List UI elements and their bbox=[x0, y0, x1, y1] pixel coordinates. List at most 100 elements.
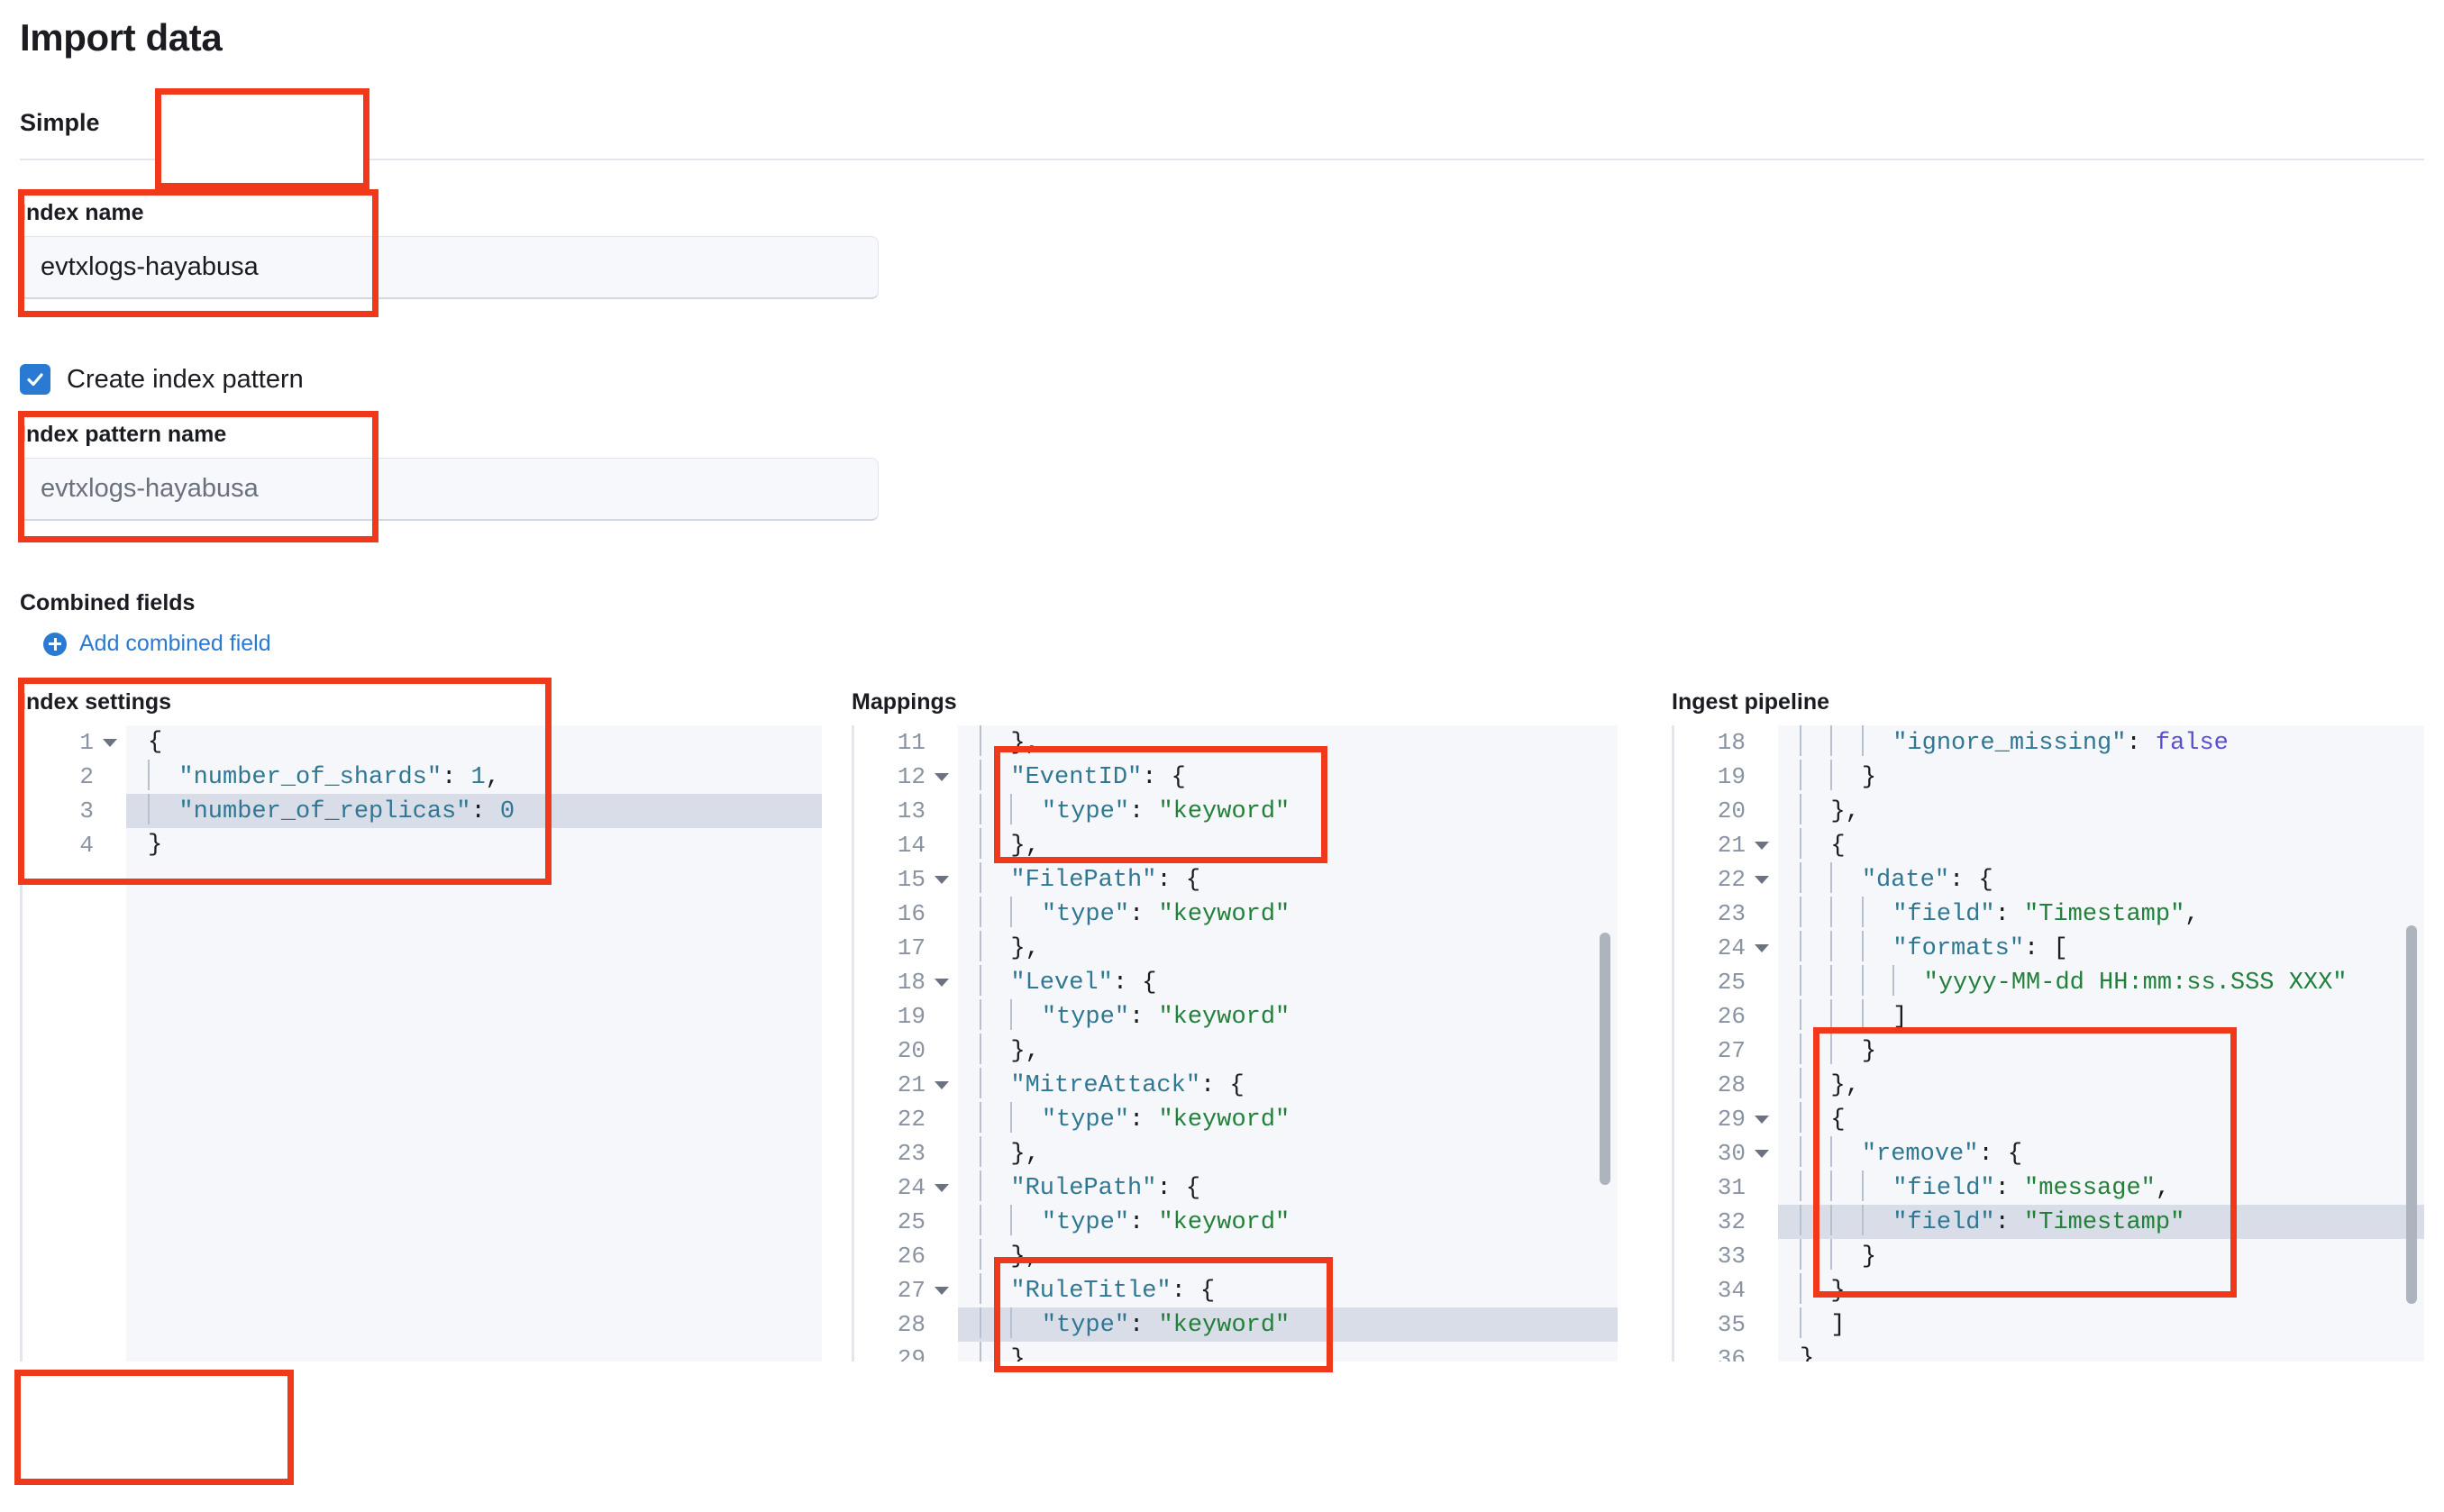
combined-fields-heading: Combined fields bbox=[20, 590, 196, 615]
tab-advanced[interactable]: Advanced bbox=[187, 95, 304, 157]
indent-guide bbox=[1830, 1205, 1833, 1235]
code-line[interactable]: }, bbox=[1800, 794, 2424, 828]
fold-toggle-icon[interactable] bbox=[1755, 1116, 1769, 1124]
code-line[interactable]: "date": { bbox=[1800, 862, 2424, 897]
code-line[interactable]: "type": "keyword" bbox=[980, 1205, 1618, 1239]
tab-simple[interactable]: Simple bbox=[20, 95, 100, 157]
code-line[interactable]: "ignore_missing": false bbox=[1800, 725, 2424, 760]
code-line[interactable]: } bbox=[1800, 1273, 2424, 1307]
code-line[interactable]: "type": "keyword" bbox=[980, 1307, 1618, 1342]
add-combined-field-button[interactable]: Add combined field bbox=[43, 631, 271, 657]
line-number: 25 bbox=[897, 1208, 926, 1235]
code-line[interactable]: "FilePath": { bbox=[980, 862, 1618, 897]
code-line[interactable]: }, bbox=[980, 1136, 1618, 1170]
indent-guide bbox=[980, 965, 981, 996]
line-number: 3 bbox=[79, 797, 94, 824]
code-line[interactable]: } bbox=[1800, 1034, 2424, 1068]
code-line[interactable]: "type": "keyword" bbox=[980, 897, 1618, 931]
code-line[interactable]: }, bbox=[980, 1342, 1618, 1362]
code-line[interactable]: ] bbox=[1800, 999, 2424, 1034]
line-number: 21 bbox=[1674, 828, 1778, 862]
indent-guide bbox=[1830, 862, 1833, 893]
indent-guide bbox=[980, 1205, 981, 1235]
code-line[interactable]: "type": "keyword" bbox=[980, 794, 1618, 828]
code-line[interactable]: } bbox=[148, 832, 163, 859]
fold-toggle-icon[interactable] bbox=[1755, 944, 1769, 952]
indent-guide bbox=[1800, 1102, 1801, 1133]
code-line[interactable]: }, bbox=[980, 725, 1618, 760]
code-line[interactable]: }, bbox=[980, 931, 1618, 965]
line-number: 13 bbox=[897, 797, 926, 824]
code-line[interactable]: { bbox=[1800, 1102, 2424, 1136]
indent-guide bbox=[1800, 931, 1801, 961]
fold-toggle-icon[interactable] bbox=[1755, 842, 1769, 850]
line-number: 26 bbox=[897, 1243, 926, 1270]
code-line[interactable]: }, bbox=[1800, 1068, 2424, 1102]
indent-guide bbox=[1892, 965, 1895, 996]
code-line[interactable]: "formats": [ bbox=[1800, 931, 2424, 965]
fold-toggle-icon[interactable] bbox=[1755, 876, 1769, 884]
code-line[interactable]: "number_of_replicas": 0 bbox=[148, 794, 822, 828]
code-line[interactable]: "type": "keyword" bbox=[980, 999, 1618, 1034]
indent-guide bbox=[980, 1342, 981, 1362]
code-line[interactable]: "MitreAttack": { bbox=[980, 1068, 1618, 1102]
index-pattern-name-input[interactable] bbox=[20, 458, 879, 521]
index-settings-code[interactable]: { "number_of_shards": 1, "number_of_repl… bbox=[126, 725, 822, 1362]
fold-toggle-icon[interactable] bbox=[935, 773, 949, 781]
indent-guide bbox=[1830, 1034, 1833, 1064]
code-line[interactable]: "field": "message", bbox=[1800, 1170, 2424, 1205]
code-line[interactable]: "RulePath": { bbox=[980, 1170, 1618, 1205]
code-line[interactable]: "yyyy-MM-dd HH:mm:ss.SSS XXX" bbox=[1800, 965, 2424, 999]
code-line[interactable]: } bbox=[1800, 760, 2424, 794]
line-number: 18 bbox=[1717, 729, 1746, 756]
fold-toggle-icon[interactable] bbox=[935, 1081, 949, 1089]
code-line[interactable]: "RuleTitle": { bbox=[980, 1273, 1618, 1307]
indent-guide bbox=[1861, 725, 1864, 756]
line-number: 24 bbox=[854, 1170, 958, 1205]
fold-toggle-icon[interactable] bbox=[103, 739, 117, 747]
code-line[interactable]: "field": "Timestamp" bbox=[1800, 1205, 2424, 1239]
indent-guide bbox=[980, 1170, 981, 1201]
code-line[interactable]: ] bbox=[1800, 1307, 2424, 1342]
code-line[interactable]: "remove": { bbox=[1800, 1136, 2424, 1170]
create-index-pattern-checkbox[interactable]: Create index pattern bbox=[20, 364, 304, 395]
ingest-pipeline-scrollbar[interactable] bbox=[2406, 925, 2417, 1304]
index-name-label: Index name bbox=[20, 200, 144, 225]
code-line[interactable]: { bbox=[1800, 828, 2424, 862]
code-line[interactable]: "Level": { bbox=[980, 965, 1618, 999]
line-number: 14 bbox=[897, 832, 926, 859]
code-line[interactable]: "field": "Timestamp", bbox=[1800, 897, 2424, 931]
fold-toggle-icon[interactable] bbox=[935, 1184, 949, 1192]
ingest-pipeline-editor[interactable]: "ignore_missing": false } }, { "date": {… bbox=[1672, 725, 2424, 1362]
code-line[interactable]: } bbox=[1800, 1345, 1815, 1362]
code-line[interactable]: "EventID": { bbox=[980, 760, 1618, 794]
index-settings-editor[interactable]: { "number_of_shards": 1, "number_of_repl… bbox=[20, 725, 822, 1362]
line-number: 20 bbox=[897, 1037, 926, 1064]
indent-guide bbox=[1861, 965, 1864, 996]
mappings-scrollbar[interactable] bbox=[1600, 933, 1610, 1185]
code-line[interactable]: }, bbox=[980, 1034, 1618, 1068]
line-number: 25 bbox=[1717, 969, 1746, 996]
fold-toggle-icon[interactable] bbox=[935, 1287, 949, 1295]
indent-guide bbox=[1800, 999, 1801, 1030]
code-line[interactable]: "type": "keyword" bbox=[980, 1102, 1618, 1136]
fold-toggle-icon[interactable] bbox=[935, 979, 949, 987]
mappings-editor[interactable]: }, "EventID": { "type": "keyword" }, "Fi… bbox=[852, 725, 1618, 1362]
line-number: 11 bbox=[897, 729, 926, 756]
check-icon bbox=[20, 364, 50, 395]
line-number: 21 bbox=[854, 1068, 958, 1102]
indent-guide bbox=[980, 1307, 981, 1338]
mappings-code[interactable]: }, "EventID": { "type": "keyword" }, "Fi… bbox=[958, 725, 1618, 1362]
import-button[interactable]: Import bbox=[31, 1392, 272, 1459]
fold-toggle-icon[interactable] bbox=[1755, 1150, 1769, 1158]
line-number: 28 bbox=[897, 1311, 926, 1338]
code-line[interactable]: }, bbox=[980, 828, 1618, 862]
code-line[interactable]: }, bbox=[980, 1239, 1618, 1273]
ingest-pipeline-code[interactable]: "ignore_missing": false } }, { "date": {… bbox=[1778, 725, 2424, 1362]
code-line[interactable]: { bbox=[148, 729, 163, 756]
index-name-input[interactable] bbox=[20, 236, 879, 299]
code-line[interactable]: } bbox=[1800, 1239, 2424, 1273]
fold-toggle-icon[interactable] bbox=[935, 876, 949, 884]
code-line[interactable]: "number_of_shards": 1, bbox=[148, 760, 822, 794]
